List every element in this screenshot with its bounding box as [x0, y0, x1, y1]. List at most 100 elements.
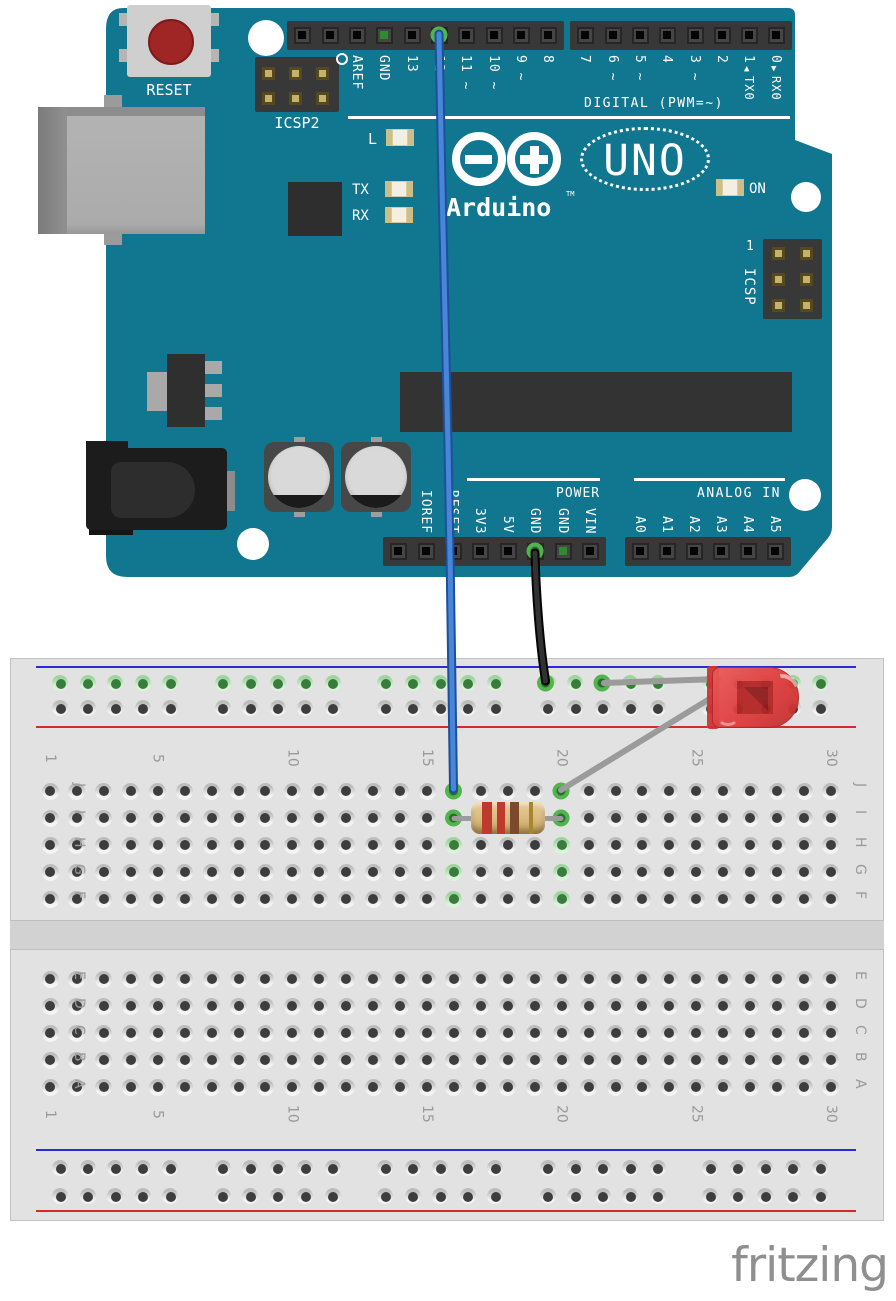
hole-A24[interactable] — [660, 1078, 678, 1096]
hole-I7[interactable] — [203, 809, 221, 827]
icsp2-pin[interactable] — [288, 66, 302, 80]
hole-H4[interactable] — [122, 836, 140, 854]
hole-G2[interactable] — [68, 863, 86, 881]
analog-header[interactable] — [624, 536, 791, 566]
hole-A18[interactable] — [499, 1078, 517, 1096]
pin-10[interactable] — [485, 26, 503, 44]
hole-H17[interactable] — [472, 836, 490, 854]
pin-1[interactable] — [740, 26, 758, 44]
hole-G28[interactable] — [768, 863, 786, 881]
hole-D24[interactable] — [660, 997, 678, 1015]
hole-C29[interactable] — [795, 1024, 813, 1042]
hole-D5[interactable] — [149, 997, 167, 1015]
hole-G1[interactable] — [41, 863, 59, 881]
rail-hole[interactable] — [784, 1188, 801, 1204]
hole-A25[interactable] — [687, 1078, 705, 1096]
rail-hole[interactable] — [812, 1160, 828, 1176]
hole-A27[interactable] — [741, 1078, 759, 1096]
hole-E20[interactable] — [553, 970, 571, 988]
hole-A7[interactable] — [203, 1078, 221, 1096]
pin-11[interactable] — [457, 26, 475, 44]
hole-G26[interactable] — [714, 863, 732, 881]
rail-hole[interactable] — [107, 700, 123, 716]
hole-G13[interactable] — [364, 863, 382, 881]
hole-E23[interactable] — [633, 970, 651, 988]
icsp-pin[interactable] — [799, 272, 813, 286]
hole-D7[interactable] — [203, 997, 221, 1015]
hole-D21[interactable] — [580, 997, 598, 1015]
hole-F18[interactable] — [499, 890, 517, 908]
rail-hole[interactable] — [812, 700, 828, 716]
hole-I30[interactable] — [822, 809, 840, 827]
rail-hole[interactable] — [297, 1160, 313, 1176]
hole-A5[interactable] — [149, 1078, 167, 1096]
power-header[interactable] — [382, 536, 606, 566]
rail-hole[interactable] — [52, 700, 68, 716]
hole-C3[interactable] — [95, 1024, 113, 1042]
hole-D30[interactable] — [822, 997, 840, 1015]
rail-hole[interactable] — [784, 1160, 801, 1176]
hole-E8[interactable] — [230, 970, 247, 988]
hole-A11[interactable] — [310, 1078, 328, 1096]
hole-G20[interactable] — [553, 863, 571, 881]
icsp-pin[interactable] — [771, 272, 785, 286]
hole-F25[interactable] — [687, 890, 705, 908]
pin-gnd[interactable] — [375, 26, 393, 44]
hole-G15[interactable] — [418, 863, 436, 881]
hole-D10[interactable] — [283, 997, 301, 1015]
hole-E14[interactable] — [391, 970, 409, 988]
rail-hole[interactable] — [269, 1188, 286, 1204]
rail-hole[interactable] — [649, 1188, 666, 1204]
hole-I3[interactable] — [95, 809, 113, 827]
hole-H13[interactable] — [364, 836, 382, 854]
hole-E7[interactable] — [203, 970, 221, 988]
rail-hole[interactable] — [487, 675, 503, 691]
hole-G9[interactable] — [256, 863, 274, 881]
hole-J3[interactable] — [95, 782, 113, 800]
hole-B21[interactable] — [580, 1051, 598, 1069]
hole-F9[interactable] — [256, 890, 274, 908]
hole-D6[interactable] — [176, 997, 194, 1015]
hole-H24[interactable] — [660, 836, 678, 854]
hole-B23[interactable] — [633, 1051, 651, 1069]
hole-F29[interactable] — [795, 890, 813, 908]
hole-B10[interactable] — [283, 1051, 301, 1069]
hole-J7[interactable] — [203, 782, 221, 800]
hole-J16[interactable] — [445, 782, 463, 800]
hole-A3[interactable] — [95, 1078, 113, 1096]
hole-E5[interactable] — [149, 970, 167, 988]
hole-I6[interactable] — [176, 809, 194, 827]
hole-B8[interactable] — [230, 1051, 247, 1069]
rail-hole[interactable] — [594, 1160, 611, 1176]
icsp2-pin[interactable] — [261, 66, 275, 80]
hole-H7[interactable] — [203, 836, 221, 854]
small-ic-chip[interactable] — [288, 182, 342, 236]
hole-D26[interactable] — [714, 997, 732, 1015]
rail-hole[interactable] — [487, 700, 503, 716]
hole-H19[interactable] — [526, 836, 544, 854]
rail-hole[interactable] — [812, 675, 828, 691]
hole-I25[interactable] — [687, 809, 705, 827]
hole-D19[interactable] — [526, 997, 544, 1015]
hole-C13[interactable] — [364, 1024, 382, 1042]
hole-B22[interactable] — [607, 1051, 625, 1069]
hole-J15[interactable] — [418, 782, 436, 800]
rail-hole[interactable] — [649, 1160, 666, 1176]
hole-B24[interactable] — [660, 1051, 678, 1069]
hole-C26[interactable] — [714, 1024, 732, 1042]
hole-F6[interactable] — [176, 890, 194, 908]
rail-hole[interactable] — [297, 1188, 313, 1204]
rail-hole[interactable] — [539, 700, 556, 716]
led[interactable] — [712, 667, 805, 728]
hole-J14[interactable] — [391, 782, 409, 800]
hole-H9[interactable] — [256, 836, 274, 854]
hole-H3[interactable] — [95, 836, 113, 854]
icsp-pin[interactable] — [771, 298, 785, 312]
hole-E12[interactable] — [337, 970, 355, 988]
rail-hole[interactable] — [324, 700, 341, 716]
hole-D23[interactable] — [633, 997, 651, 1015]
hole-G27[interactable] — [741, 863, 759, 881]
hole-E10[interactable] — [283, 970, 301, 988]
rail-hole[interactable] — [622, 675, 638, 691]
hole-B9[interactable] — [256, 1051, 274, 1069]
